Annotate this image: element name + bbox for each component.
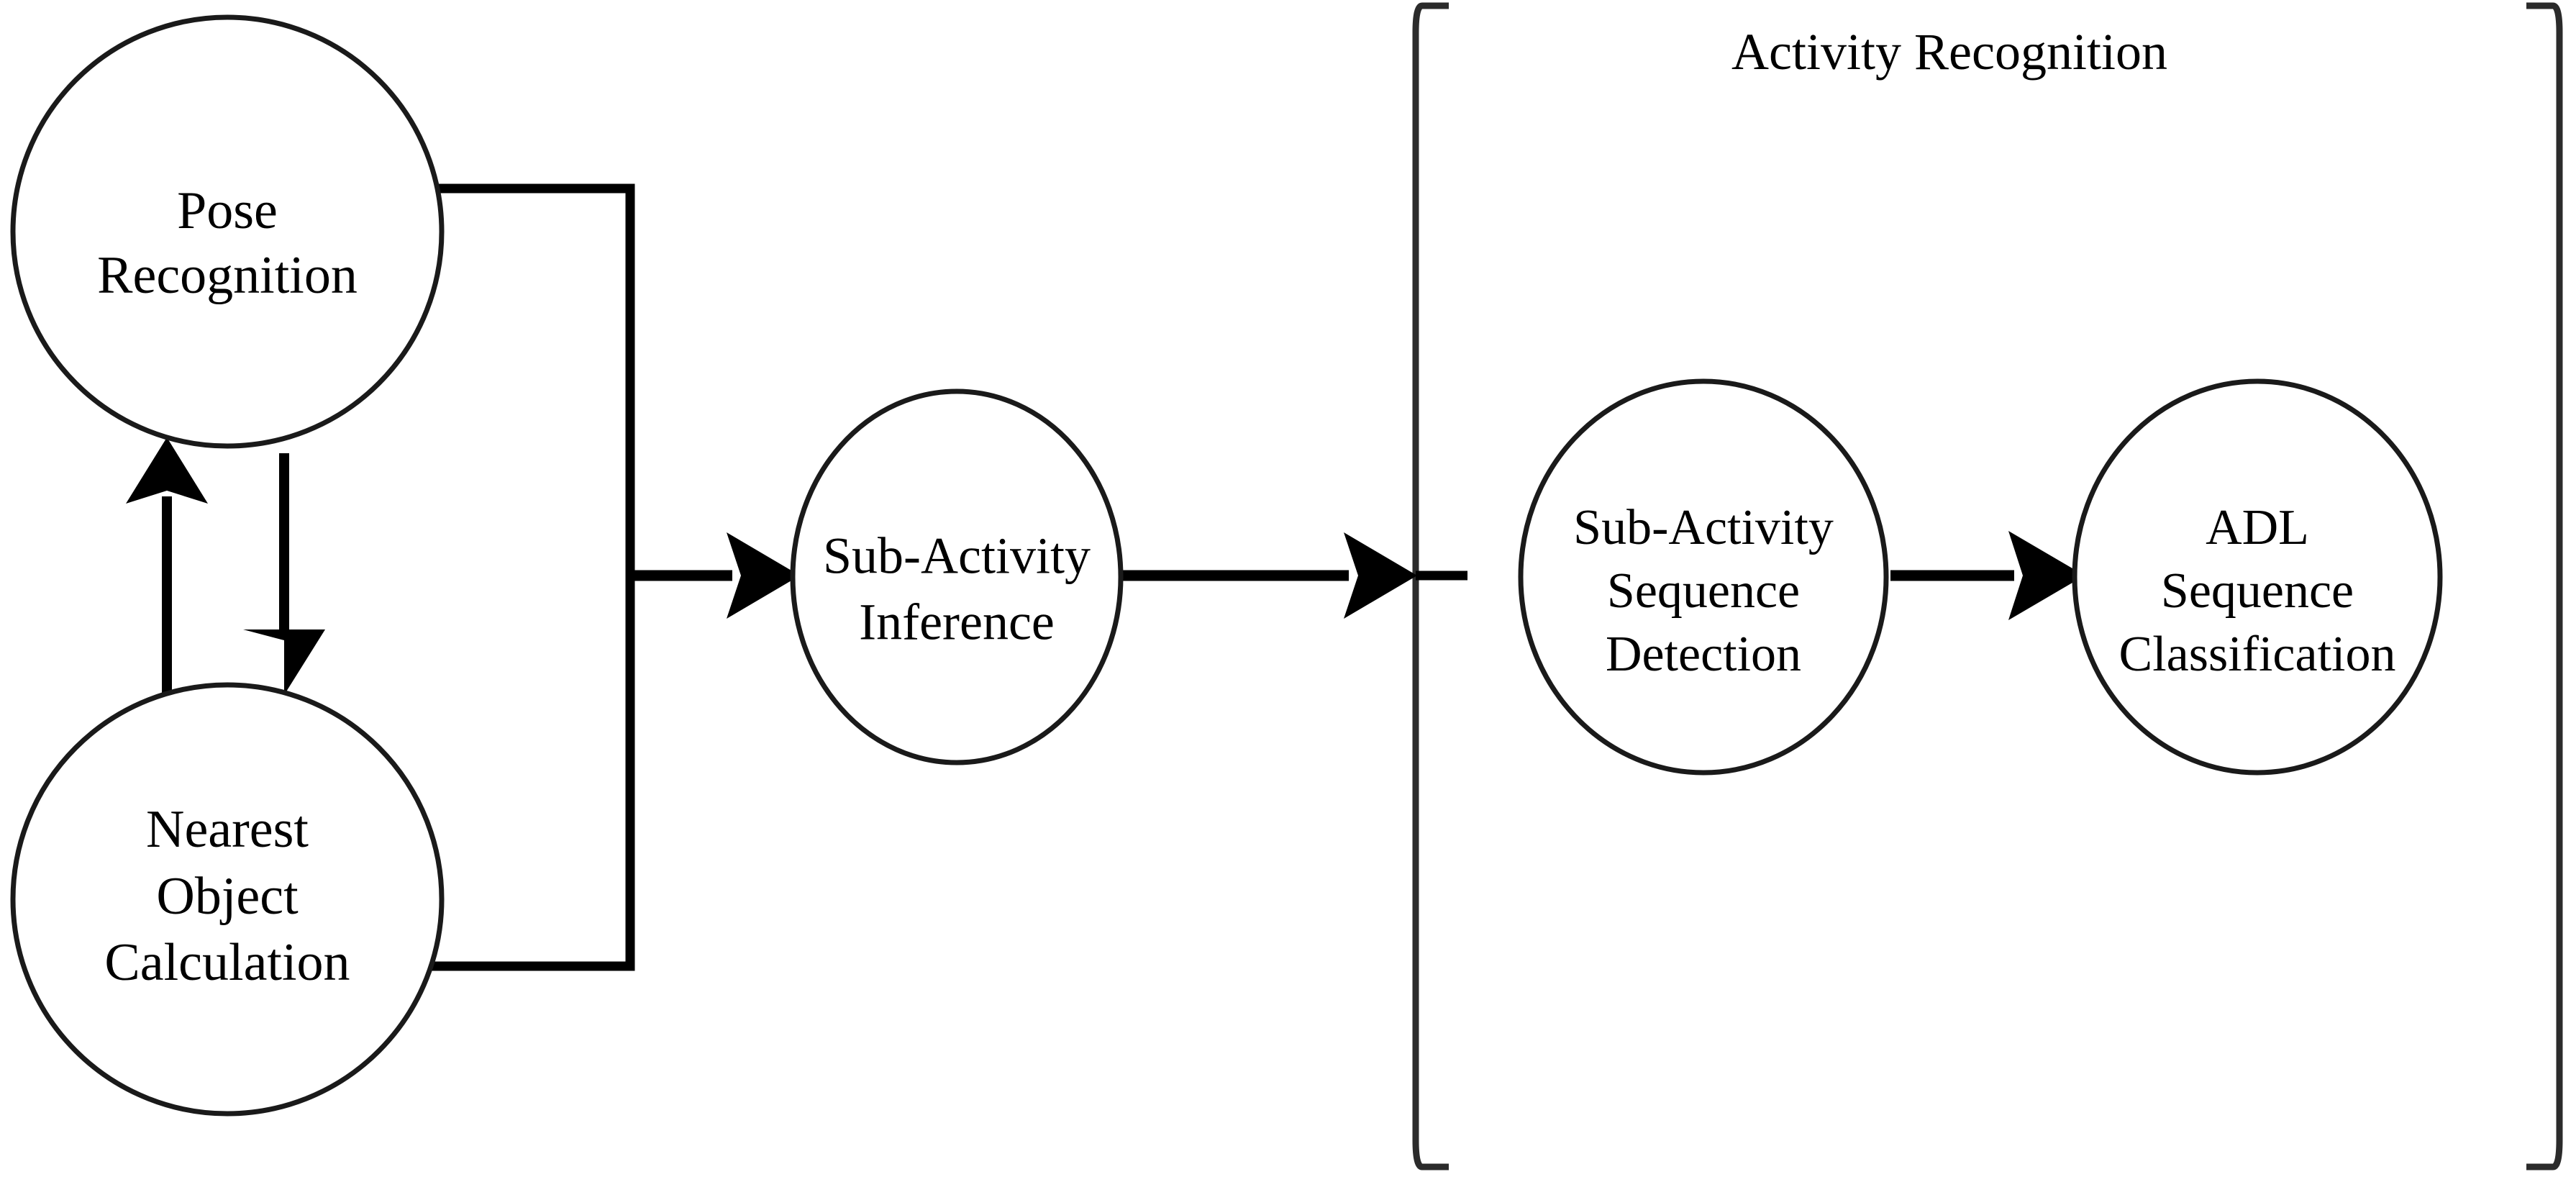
arrow-inference-to-detection xyxy=(1121,532,1467,619)
node-nearest-object-calculation[interactable]: Nearest Object Calculation xyxy=(10,682,445,1117)
activity-recognition-bracket xyxy=(1412,2,2563,1170)
node-sub-activity-sequence-detection[interactable]: Sub-Activity Sequence Detection xyxy=(1518,378,1889,776)
arrow-head-up-icon xyxy=(126,437,208,504)
node-label-line: Calculation xyxy=(104,933,350,992)
arrow-head-icon xyxy=(2008,531,2085,620)
node-label-line: Classification xyxy=(2119,627,2396,682)
arrow-junction-to-inference xyxy=(630,532,800,619)
pose-nearest-merge-connector xyxy=(432,183,635,971)
node-label-line: Pose xyxy=(177,181,278,240)
node-sub-activity-inference[interactable]: Sub-Activity Inference xyxy=(790,388,1124,765)
node-circle-outline xyxy=(10,14,445,449)
node-circle-outline xyxy=(1518,378,1889,776)
node-label-line: Sub-Activity xyxy=(1573,500,1834,555)
node-label-line: Object xyxy=(156,867,299,926)
arrow-head-icon xyxy=(727,532,800,619)
node-label-line: Inference xyxy=(859,594,1055,651)
node-circle-outline xyxy=(790,388,1124,765)
node-circle-outline xyxy=(10,682,445,1117)
bracket-right-icon xyxy=(2526,2,2563,1170)
merge-elbow-path xyxy=(432,183,635,971)
node-pose-recognition[interactable]: Pose Recognition xyxy=(10,14,445,449)
arrow-head-icon xyxy=(1344,532,1417,619)
node-label-line: Sequence xyxy=(2161,563,2354,619)
arrow-detection-to-classification xyxy=(1890,531,2085,620)
node-label-line: Sequence xyxy=(1607,563,1800,619)
arrow-pose-to-nearest xyxy=(243,453,325,695)
node-label-line: Sub-Activity xyxy=(823,527,1091,585)
activity-recognition-group-label: Activity Recognition xyxy=(1731,23,2167,81)
arrow-head-down-icon xyxy=(243,629,325,695)
node-label-line: Nearest xyxy=(146,800,309,859)
node-label-line: ADL xyxy=(2206,500,2309,555)
bracket-left-icon xyxy=(1412,2,1449,1170)
node-label-line: Detection xyxy=(1606,627,1801,682)
node-label-line: Recognition xyxy=(97,246,358,305)
node-circle-outline xyxy=(2072,378,2443,776)
node-adl-sequence-classification[interactable]: ADL Sequence Classification xyxy=(2072,378,2443,776)
arrow-nearest-to-pose xyxy=(126,437,208,694)
